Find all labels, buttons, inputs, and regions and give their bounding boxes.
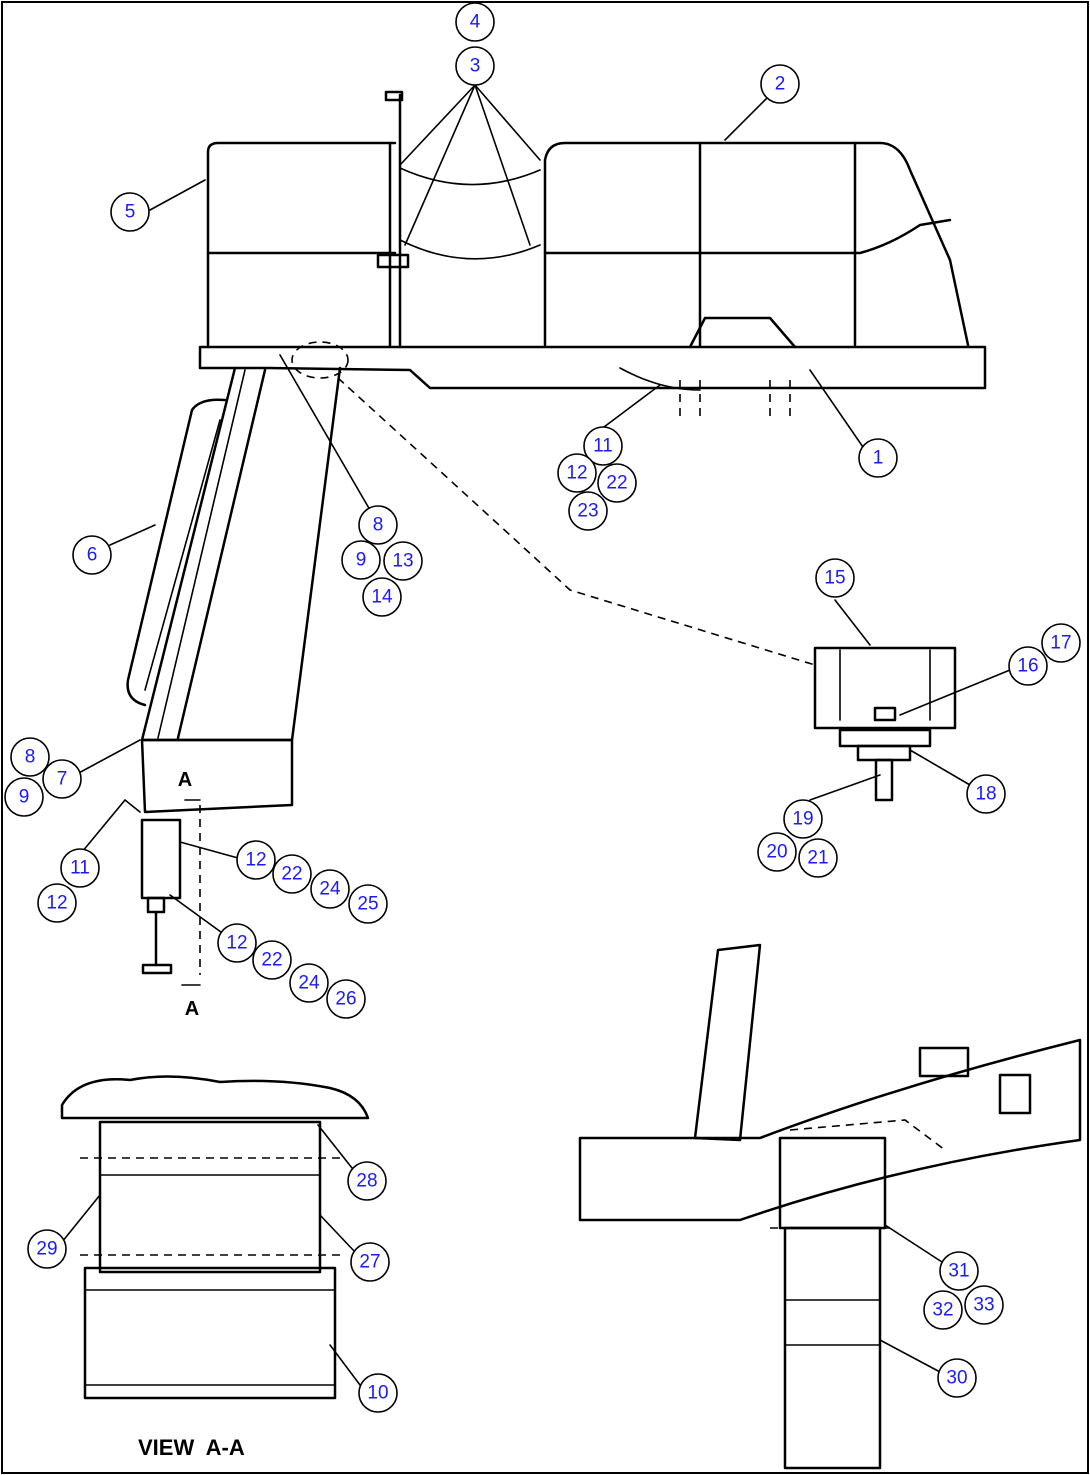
callout-28[interactable]: 28 (347, 1161, 387, 1201)
svg-text:3: 3 (470, 56, 481, 77)
view-title: VIEW A-A (138, 1435, 245, 1460)
svg-text:16: 16 (1017, 656, 1038, 677)
svg-text:12: 12 (226, 933, 247, 954)
callout-33[interactable]: 33 (964, 1285, 1004, 1325)
callout-19[interactable]: 19 (783, 799, 823, 839)
callout-15[interactable]: 15 (815, 558, 855, 598)
callout-31[interactable]: 31 (939, 1251, 979, 1291)
svg-text:6: 6 (87, 545, 98, 566)
callout-23[interactable]: 23 (568, 491, 608, 531)
step-assembly (578, 943, 1082, 1470)
callout-17[interactable]: 17 (1041, 623, 1081, 663)
callout-12[interactable]: 12 (37, 883, 77, 923)
svg-text:8: 8 (25, 747, 36, 768)
svg-text:20: 20 (766, 842, 787, 863)
callout-7[interactable]: 7 (42, 759, 82, 799)
callout-9[interactable]: 9 (341, 540, 381, 580)
svg-text:26: 26 (335, 989, 356, 1010)
callout-22[interactable]: 22 (252, 940, 292, 980)
callout-29[interactable]: 29 (27, 1229, 67, 1269)
callout-27[interactable]: 27 (350, 1242, 390, 1282)
svg-text:22: 22 (261, 950, 282, 971)
platform-assembly (198, 90, 987, 420)
callout-18[interactable]: 18 (966, 774, 1006, 814)
callout-22[interactable]: 22 (597, 463, 637, 503)
callout-11[interactable]: 11 (583, 426, 623, 466)
svg-text:32: 32 (932, 1300, 953, 1321)
callout-10[interactable]: 10 (358, 1373, 398, 1413)
callout-32[interactable]: 32 (923, 1290, 963, 1330)
callout-8[interactable]: 8 (10, 737, 50, 777)
callout-2[interactable]: 2 (760, 64, 800, 104)
svg-text:11: 11 (593, 436, 613, 457)
detail-assembly (337, 377, 957, 802)
callout-3[interactable]: 3 (455, 46, 495, 86)
view-a-a (60, 1075, 370, 1400)
svg-text:8: 8 (373, 515, 384, 536)
svg-text:27: 27 (359, 1252, 380, 1273)
callout-22[interactable]: 22 (272, 854, 312, 894)
callout-24[interactable]: 24 (289, 963, 329, 1003)
callout-20[interactable]: 20 (757, 832, 797, 872)
svg-text:23: 23 (577, 501, 598, 522)
svg-text:4: 4 (470, 12, 481, 33)
svg-text:29: 29 (36, 1239, 57, 1260)
svg-text:11: 11 (70, 858, 90, 879)
svg-text:9: 9 (356, 550, 367, 571)
callout-30[interactable]: 30 (937, 1358, 977, 1398)
svg-text:5: 5 (125, 202, 136, 223)
callout-bubbles: 4 3 2 5 1 11 12 22 23 6 8 9 13 14 15 17 … (4, 2, 1081, 1413)
svg-text:21: 21 (807, 848, 828, 869)
leader-lines (61, 84, 1011, 1386)
callout-13[interactable]: 13 (383, 541, 423, 581)
section-mark-bottom: A (185, 998, 199, 1020)
svg-text:17: 17 (1050, 633, 1071, 654)
svg-text:22: 22 (281, 864, 302, 885)
callout-8[interactable]: 8 (358, 505, 398, 545)
callout-12[interactable]: 12 (236, 840, 276, 880)
callout-25[interactable]: 25 (348, 884, 388, 924)
svg-text:19: 19 (792, 809, 813, 830)
callout-1[interactable]: 1 (858, 438, 898, 478)
callout-4[interactable]: 4 (455, 2, 495, 42)
callout-12[interactable]: 12 (557, 453, 597, 493)
callout-21[interactable]: 21 (798, 838, 838, 878)
svg-text:30: 30 (946, 1368, 967, 1389)
svg-text:2: 2 (775, 74, 786, 95)
svg-text:12: 12 (245, 850, 266, 871)
ladder-assembly (126, 366, 342, 986)
callout-9[interactable]: 9 (4, 777, 44, 817)
svg-text:22: 22 (606, 473, 627, 494)
svg-text:24: 24 (319, 879, 341, 900)
svg-text:33: 33 (973, 1295, 994, 1316)
svg-text:13: 13 (392, 551, 413, 572)
svg-text:28: 28 (356, 1171, 377, 1192)
callout-5[interactable]: 5 (110, 192, 150, 232)
callout-16[interactable]: 16 (1008, 646, 1048, 686)
callout-14[interactable]: 14 (362, 577, 402, 617)
svg-text:7: 7 (57, 769, 68, 790)
callout-11[interactable]: 11 (60, 848, 100, 888)
svg-text:1: 1 (873, 448, 884, 469)
callout-26[interactable]: 26 (326, 979, 366, 1019)
svg-text:31: 31 (948, 1261, 969, 1282)
svg-text:18: 18 (975, 784, 996, 805)
svg-text:24: 24 (298, 973, 320, 994)
svg-text:10: 10 (367, 1383, 388, 1404)
svg-text:14: 14 (371, 587, 393, 608)
svg-text:12: 12 (46, 893, 67, 914)
callout-24[interactable]: 24 (310, 869, 350, 909)
svg-text:25: 25 (357, 894, 378, 915)
callout-6[interactable]: 6 (72, 535, 112, 575)
section-mark-top: A (178, 769, 192, 791)
callout-12[interactable]: 12 (217, 923, 257, 963)
svg-text:12: 12 (566, 463, 587, 484)
svg-text:15: 15 (824, 568, 845, 589)
svg-text:9: 9 (19, 787, 30, 808)
